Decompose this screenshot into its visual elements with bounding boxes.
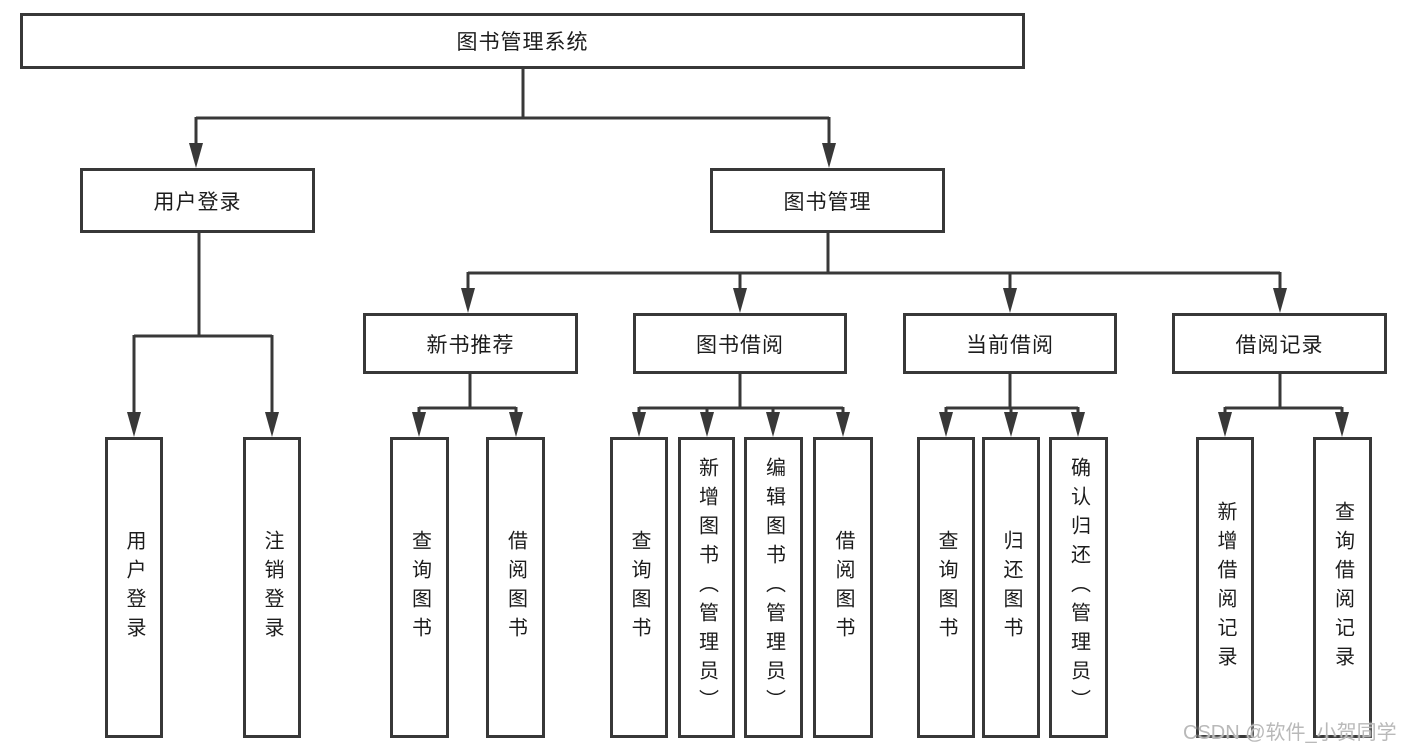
node-user-login-module: 用户登录 xyxy=(80,168,315,233)
leaf-logout: 注销登录 xyxy=(243,437,301,738)
csdn-watermark: CSDN @软件_小贺同学 xyxy=(1183,722,1397,744)
node-root-system: 图书管理系统 xyxy=(20,13,1025,69)
node-book-borrow: 图书借阅 xyxy=(633,313,847,374)
leaf-borrow-books: 借阅图书 xyxy=(813,437,873,738)
leaf-query-books-borrow: 查询图书 xyxy=(610,437,668,738)
node-current-borrow: 当前借阅 xyxy=(903,313,1117,374)
leaf-user-login: 用户登录 xyxy=(105,437,163,738)
leaf-borrow-books-recommend: 借阅图书 xyxy=(486,437,545,738)
leaf-query-books-recommend: 查询图书 xyxy=(390,437,449,738)
leaf-query-books-current: 查询图书 xyxy=(917,437,975,738)
leaf-confirm-return-admin: 确认归还（管理员） xyxy=(1049,437,1108,738)
leaf-return-books: 归还图书 xyxy=(982,437,1040,738)
leaf-edit-books-admin: 编辑图书（管理员） xyxy=(744,437,803,738)
node-borrow-records: 借阅记录 xyxy=(1172,313,1387,374)
leaf-add-borrow-record: 新增借阅记录 xyxy=(1196,437,1254,738)
node-book-management-module: 图书管理 xyxy=(710,168,945,233)
node-new-book-recommend: 新书推荐 xyxy=(363,313,578,374)
leaf-query-borrow-record: 查询借阅记录 xyxy=(1313,437,1372,738)
leaf-add-books-admin: 新增图书（管理员） xyxy=(678,437,735,738)
